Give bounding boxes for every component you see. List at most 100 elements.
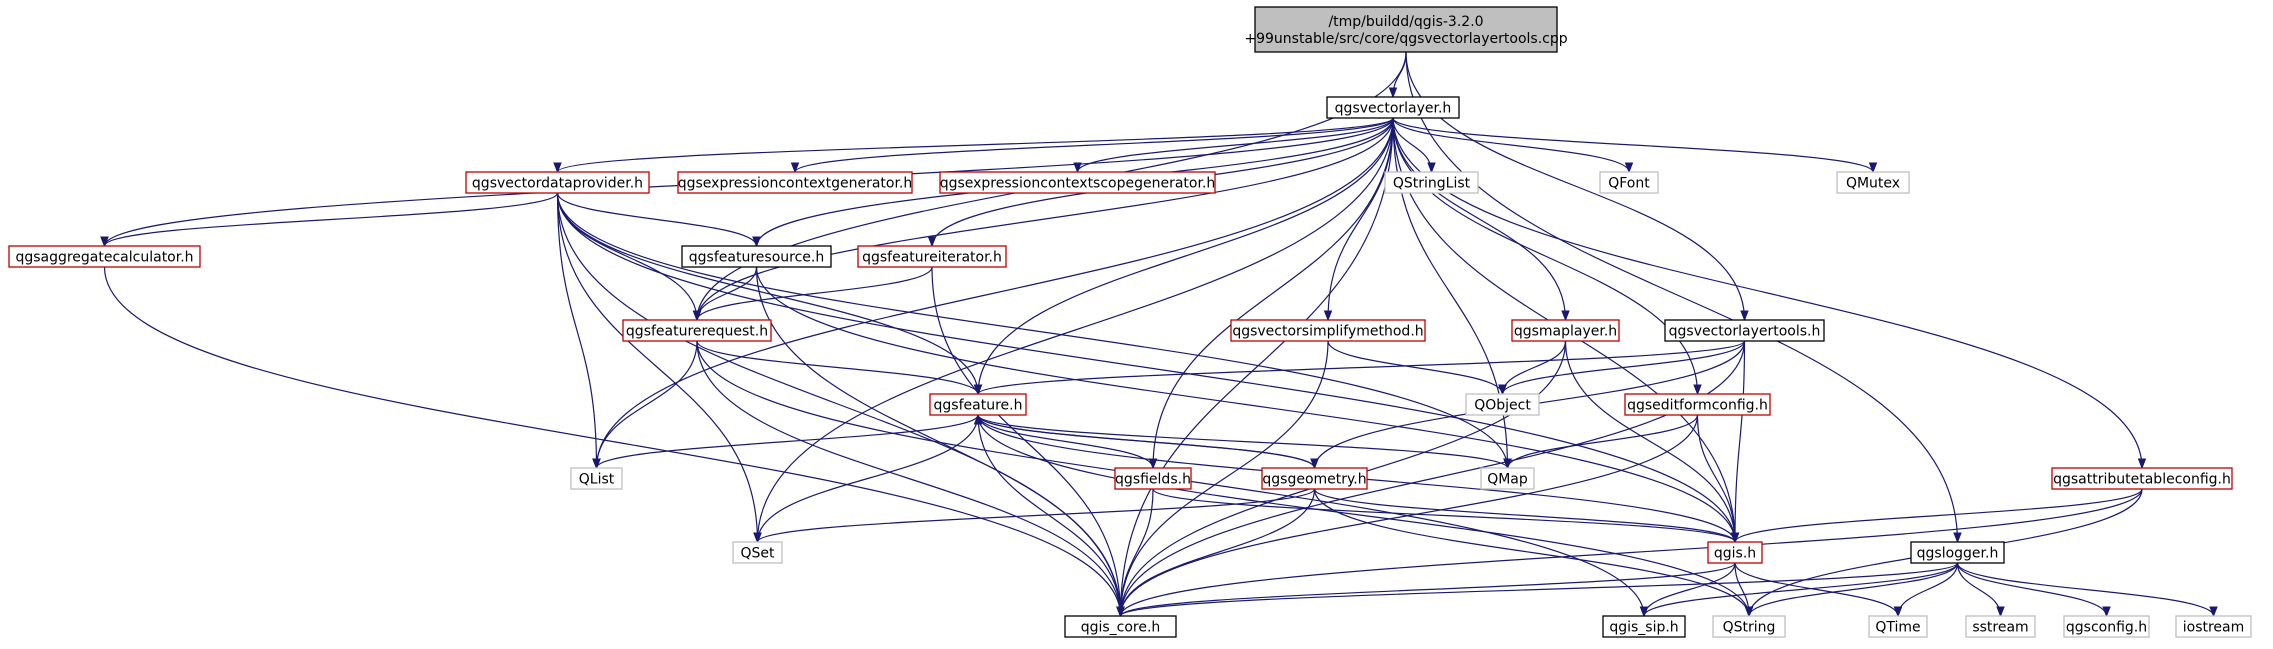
- node-root[interactable]: /tmp/buildd/qgis-3.2.0+99unstable/src/co…: [1244, 6, 1568, 53]
- edge-line: [1564, 340, 1736, 543]
- edge-line: [1392, 117, 1567, 321]
- node-label: iostream: [2183, 620, 2245, 636]
- edge-line: [1734, 340, 1746, 543]
- node-label: qgsfeatureiterator.h: [862, 250, 1002, 266]
- edge-arrowhead: [1561, 310, 1570, 322]
- node-qgsgeometry[interactable]: qgsgeometry.h: [1261, 467, 1368, 490]
- node-label: qgseditformconfig.h: [1627, 398, 1768, 414]
- edge-root-to-qgslogger: [1405, 51, 1962, 544]
- node-qgsfeatureiterator[interactable]: qgsfeatureiterator.h: [857, 245, 1007, 268]
- edge-line: [756, 488, 1316, 543]
- node-qgsfeaturerequest[interactable]: qgsfeaturerequest.h: [622, 319, 772, 342]
- edge-line: [1119, 488, 1154, 617]
- edge-arrowhead: [1693, 384, 1702, 396]
- node-qgsvectorsimplifymethod[interactable]: qgsvectorsimplifymethod.h: [1230, 319, 1426, 342]
- node-sstream: sstream: [1965, 615, 2036, 638]
- node-label: QString: [1723, 620, 1776, 636]
- node-qgis_core[interactable]: qgis_core.h: [1064, 615, 1177, 638]
- node-box: [681, 245, 832, 268]
- edge-line: [595, 340, 698, 469]
- node-qgsvectordataprovider[interactable]: qgsvectordataprovider.h: [465, 171, 650, 194]
- edge-arrowhead: [1388, 87, 1398, 99]
- edge-line: [1076, 117, 1394, 173]
- node-QList: QList: [570, 467, 623, 490]
- edge-qgsgeometry-to-qgis: [1313, 488, 1740, 544]
- node-iostream: iostream: [2175, 615, 2252, 638]
- edge-line: [1643, 562, 1736, 617]
- edge-qgsvectordataprovider-to-qgsfeaturesource: [556, 192, 761, 248]
- node-box: [677, 171, 913, 194]
- node-label: qgsexpressioncontextscopegenerator.h: [940, 176, 1216, 192]
- edge-arrowhead: [927, 236, 937, 248]
- node-qgsfeature[interactable]: qgsfeature.h: [929, 393, 1027, 416]
- edge-qgsvectorlayer-to-qgseditformconfig: [1392, 117, 1702, 396]
- edge-qgsvectorlayer-to-QStringList: [1392, 117, 1436, 174]
- node-qgsfeaturesource[interactable]: qgsfeaturesource.h: [681, 245, 832, 268]
- node-qgsmaplayer[interactable]: qgsmaplayer.h: [1511, 319, 1620, 342]
- node-qgsattributetableconfig[interactable]: qgsattributetableconfig.h: [2051, 467, 2233, 490]
- node-qgsexpressioncontextscopegenerator[interactable]: qgsexpressioncontextscopegenerator.h: [939, 171, 1216, 194]
- edge-line: [1119, 488, 2143, 617]
- node-qgsfields[interactable]: qgsfields.h: [1114, 467, 1192, 490]
- node-box: [1868, 615, 1928, 638]
- node-qgsaggregatecalculator[interactable]: qgsaggregatecalculator.h: [8, 245, 201, 268]
- edge-qgsgeometry-to-qgsfeature: [973, 413, 1316, 469]
- node-label: qgsexpressioncontextgenerator.h: [678, 176, 913, 192]
- edge-arrowhead: [2209, 606, 2218, 618]
- edge-qgslogger-to-QTime: [1893, 562, 1959, 618]
- edge-qgslogger-to-qgis_sip: [1639, 562, 1959, 618]
- node-qgsvectorlayer[interactable]: qgsvectorlayer.h: [1326, 96, 1460, 119]
- edge-line: [1152, 117, 1394, 469]
- node-label: qgis_core.h: [1081, 620, 1161, 636]
- node-box: [1707, 541, 1763, 564]
- edge-line: [556, 192, 979, 395]
- node-qgsexpressioncontextgenerator[interactable]: qgsexpressioncontextgenerator.h: [677, 171, 913, 194]
- node-box: [1602, 615, 1686, 638]
- edge-line: [977, 117, 1394, 395]
- edge-line: [1119, 414, 1699, 617]
- edge-line: [595, 414, 979, 469]
- edge-qgsvectordataprovider-to-QList: [556, 192, 601, 470]
- edge-line: [977, 414, 1122, 617]
- edge-qgsvectorlayer-to-qgsvectordataprovider: [553, 117, 1394, 174]
- node-label: QList: [579, 472, 615, 488]
- node-label: qgsconfig.h: [2066, 620, 2147, 636]
- edge-qgsvectorlayer-to-QMutex: [1392, 117, 1878, 174]
- node-qgslogger[interactable]: qgslogger.h: [1910, 541, 2005, 564]
- edge-line: [556, 192, 1509, 469]
- edges-layer: [100, 51, 2218, 618]
- node-qgseditformconfig[interactable]: qgseditformconfig.h: [1624, 393, 1771, 416]
- edge-qgsvectorlayer-to-qgsexpressioncontextscopegenerator: [1073, 117, 1394, 174]
- edge-qgsfeature-to-QList: [592, 414, 979, 470]
- edge-arrowhead: [692, 310, 702, 322]
- edge-qgsfields-to-qgis: [1152, 488, 1740, 544]
- node-QMap: QMap: [1480, 467, 1535, 490]
- node-box: [570, 467, 623, 490]
- node-qgis_sip[interactable]: qgis_sip.h: [1602, 615, 1686, 638]
- edge-line: [977, 414, 1750, 617]
- node-label: qgsvectordataprovider.h: [472, 176, 643, 192]
- node-QObject: QObject: [1465, 393, 1540, 416]
- edge-line: [595, 117, 1394, 469]
- edge-line: [756, 117, 1394, 543]
- edge-line: [755, 266, 1736, 543]
- node-box: [1836, 171, 1910, 194]
- edge-line: [1956, 562, 2215, 617]
- node-label: QFont: [1608, 176, 1650, 192]
- node-qgis[interactable]: qgis.h: [1707, 541, 1763, 564]
- edge-qgslogger-to-qgsconfig: [1956, 562, 2111, 618]
- node-label: qgsfeature.h: [934, 398, 1023, 414]
- edge-line: [1119, 340, 1329, 617]
- edge-line: [1734, 488, 2143, 543]
- edge-qgsvectorlayer-to-qgsmaplayer: [1392, 117, 1570, 322]
- node-label: QSet: [740, 546, 775, 562]
- node-box: [1261, 467, 1368, 490]
- nodes-layer: /tmp/buildd/qgis-3.2.0+99unstable/src/co…: [8, 6, 2252, 638]
- edge-arrowhead: [1498, 384, 1507, 396]
- edge-line: [1392, 117, 1874, 173]
- node-box: [1910, 541, 2005, 564]
- node-label: QTime: [1875, 620, 1920, 636]
- node-box: [1384, 171, 1479, 194]
- node-qgsvectorlayertools[interactable]: qgsvectorlayertools.h: [1664, 319, 1825, 342]
- edge-line: [756, 414, 979, 543]
